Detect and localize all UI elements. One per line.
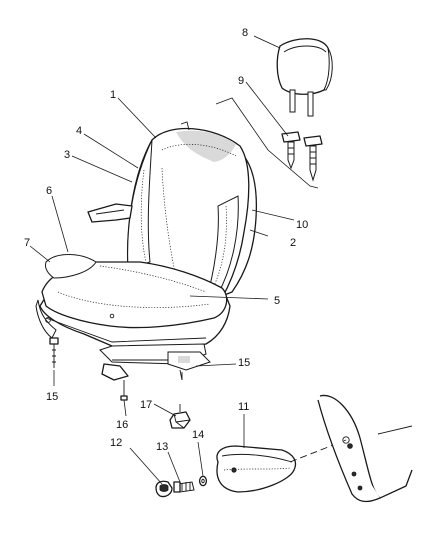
recline-lever — [87, 203, 133, 223]
callout-14: 14 — [192, 429, 204, 441]
callout-3: 3 — [64, 149, 70, 161]
callout-8: 8 — [242, 27, 248, 39]
headrest-guide-right — [303, 135, 323, 182]
callout-2: 2 — [290, 237, 296, 249]
callout-10: 10 — [296, 219, 308, 231]
callout-15-right: 15 — [238, 357, 250, 369]
bolt-left — [49, 337, 59, 368]
knob — [155, 480, 173, 498]
callout-1: 1 — [110, 89, 116, 101]
headrest — [276, 38, 333, 117]
callout-12: 12 — [110, 437, 122, 449]
callout-6: 6 — [46, 185, 52, 197]
headrest-guide-line — [215, 97, 319, 189]
callout-13: 13 — [156, 441, 168, 453]
seat-side-panel — [317, 394, 413, 503]
bolt-front — [120, 380, 128, 401]
leader-lines — [29, 35, 295, 485]
callout-15-left: 15 — [46, 391, 58, 403]
seat-back — [127, 121, 258, 301]
callout-11: 11 — [238, 401, 249, 413]
callout-4: 4 — [76, 125, 82, 137]
washer — [198, 475, 208, 487]
callout-7: 7 — [24, 237, 30, 249]
headrest-guide-left — [281, 131, 301, 170]
callout-9: 9 — [238, 75, 244, 87]
callout-17: 17 — [140, 399, 152, 411]
screw — [173, 481, 195, 493]
seat-cushion — [35, 254, 231, 381]
callout-5: 5 — [274, 295, 280, 307]
nut — [169, 404, 191, 429]
callout-16: 16 — [116, 419, 128, 431]
armrest — [216, 445, 297, 493]
